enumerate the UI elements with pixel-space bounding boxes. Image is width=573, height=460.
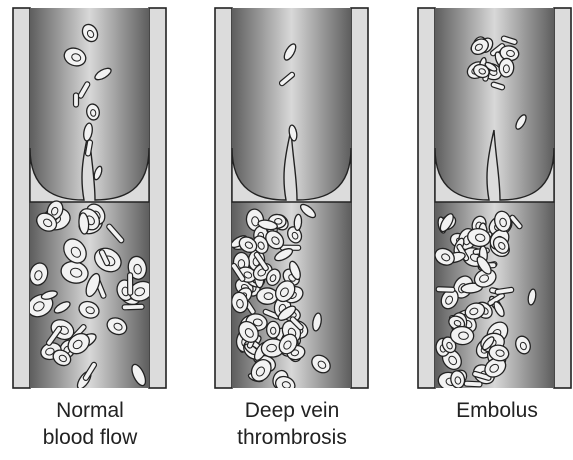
caption-normal: Normal blood flow <box>5 397 175 451</box>
vessel-wall-left <box>215 8 232 388</box>
red-blood-cell <box>257 288 278 305</box>
platelet <box>436 287 455 293</box>
platelet <box>464 381 482 387</box>
vessel-normal <box>13 8 166 391</box>
platelet <box>122 304 144 310</box>
caption-embolus: Embolus <box>412 397 573 424</box>
vessel-wall-left <box>418 8 435 388</box>
red-blood-cell <box>499 58 514 77</box>
vessel-wall-right <box>554 8 571 388</box>
vessel-dvt <box>215 8 368 395</box>
platelet <box>74 93 79 107</box>
vessel-wall-right <box>351 8 368 388</box>
platelet <box>128 273 133 296</box>
vessel-embolus <box>418 8 571 393</box>
caption-dvt: Deep vein thrombrosis <box>207 397 377 451</box>
vessel-wall-left <box>13 8 30 388</box>
red-blood-cell <box>266 321 280 338</box>
vessel-wall-right <box>149 8 166 388</box>
